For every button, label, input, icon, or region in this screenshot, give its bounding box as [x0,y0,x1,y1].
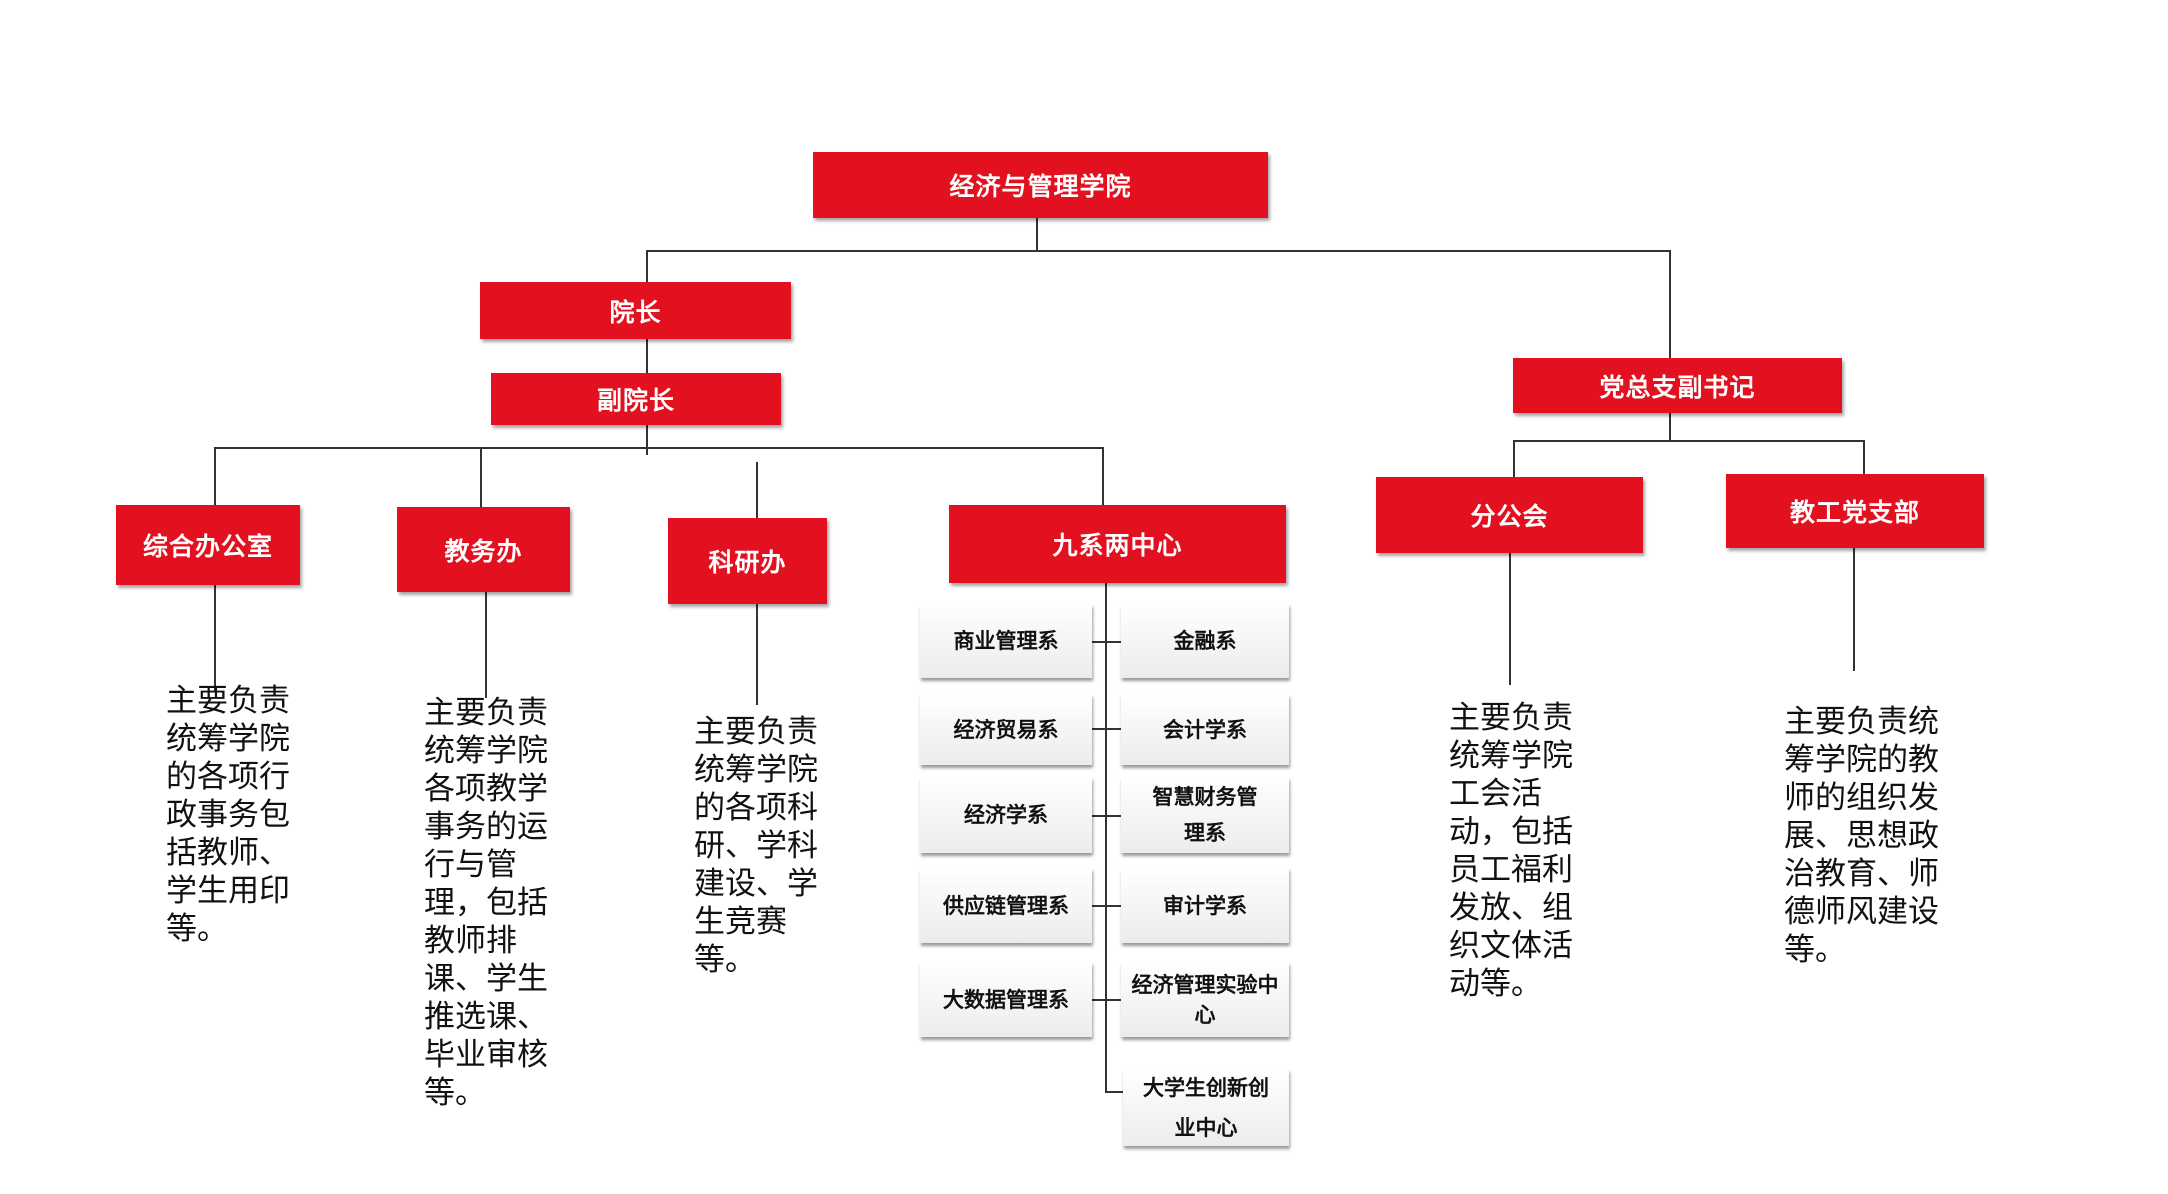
connector [214,585,216,692]
department-node: 经济贸易系 [920,694,1092,765]
connector [1669,250,1671,358]
party-secretary-node: 党总支副书记 [1513,358,1842,413]
department-node: 会计学系 [1121,694,1289,765]
connector [1036,218,1038,251]
office-node-general: 综合办公室 [116,505,300,585]
connector [1669,413,1671,440]
department-node: 供应链管理系 [920,868,1092,943]
department-node: 经济学系 [920,777,1092,853]
connector [1863,440,1865,474]
connector [1092,905,1121,907]
office-description: 主要负责统筹学院的各项科研、学科建设、学生竞赛等。 [694,714,818,978]
department-node: 大学生创新创业中心 [1123,1069,1289,1146]
vice-dean-node: 副院长 [491,373,781,425]
department-node: 智慧财务管理系 [1121,777,1289,853]
connector [1092,641,1121,643]
departments-group-node: 九系两中心 [949,505,1286,583]
department-node: 审计学系 [1121,868,1289,943]
connector [1513,440,1515,477]
connector [214,447,216,505]
connector [646,250,1671,252]
union-node: 分公会 [1376,477,1643,553]
connector [1105,583,1107,1092]
root-node: 经济与管理学院 [813,152,1268,218]
connector [756,604,758,705]
connector [485,592,487,698]
party-branch-description: 主要负责统筹学院的教师的组织发展、思想政治教育、师德师风建设等。 [1784,704,1939,968]
connector [646,425,648,455]
office-node-research: 科研办 [668,518,827,604]
department-node: 经济管理实验中心 [1121,962,1289,1037]
connector [480,447,482,507]
connector [1513,440,1865,442]
connector [1092,815,1121,817]
connector [1853,548,1855,671]
union-description: 主要负责统筹学院工会活动，包括员工福利发放、组织文体活动等。 [1449,700,1573,1002]
connector [646,250,648,282]
department-node: 金融系 [1121,604,1289,678]
department-node: 商业管理系 [920,604,1092,678]
connector [1105,1091,1123,1093]
dean-node: 院长 [480,282,791,339]
connector [1102,447,1104,505]
connector [214,447,1104,449]
party-branch-node: 教工党支部 [1726,474,1984,548]
connector [1092,999,1121,1001]
office-description: 主要负责统筹学院的各项行政事务包括教师、学生用印等。 [166,683,290,947]
connector [1092,728,1121,730]
connector [646,339,648,373]
department-node: 大数据管理系 [920,962,1092,1037]
connector [756,462,758,518]
connector [1509,553,1511,685]
office-description: 主要负责统筹学院各项教学事务的运行与管理，包括教师排课、学生推选课、毕业审核等。 [424,695,548,1111]
office-node-academic: 教务办 [397,507,570,592]
